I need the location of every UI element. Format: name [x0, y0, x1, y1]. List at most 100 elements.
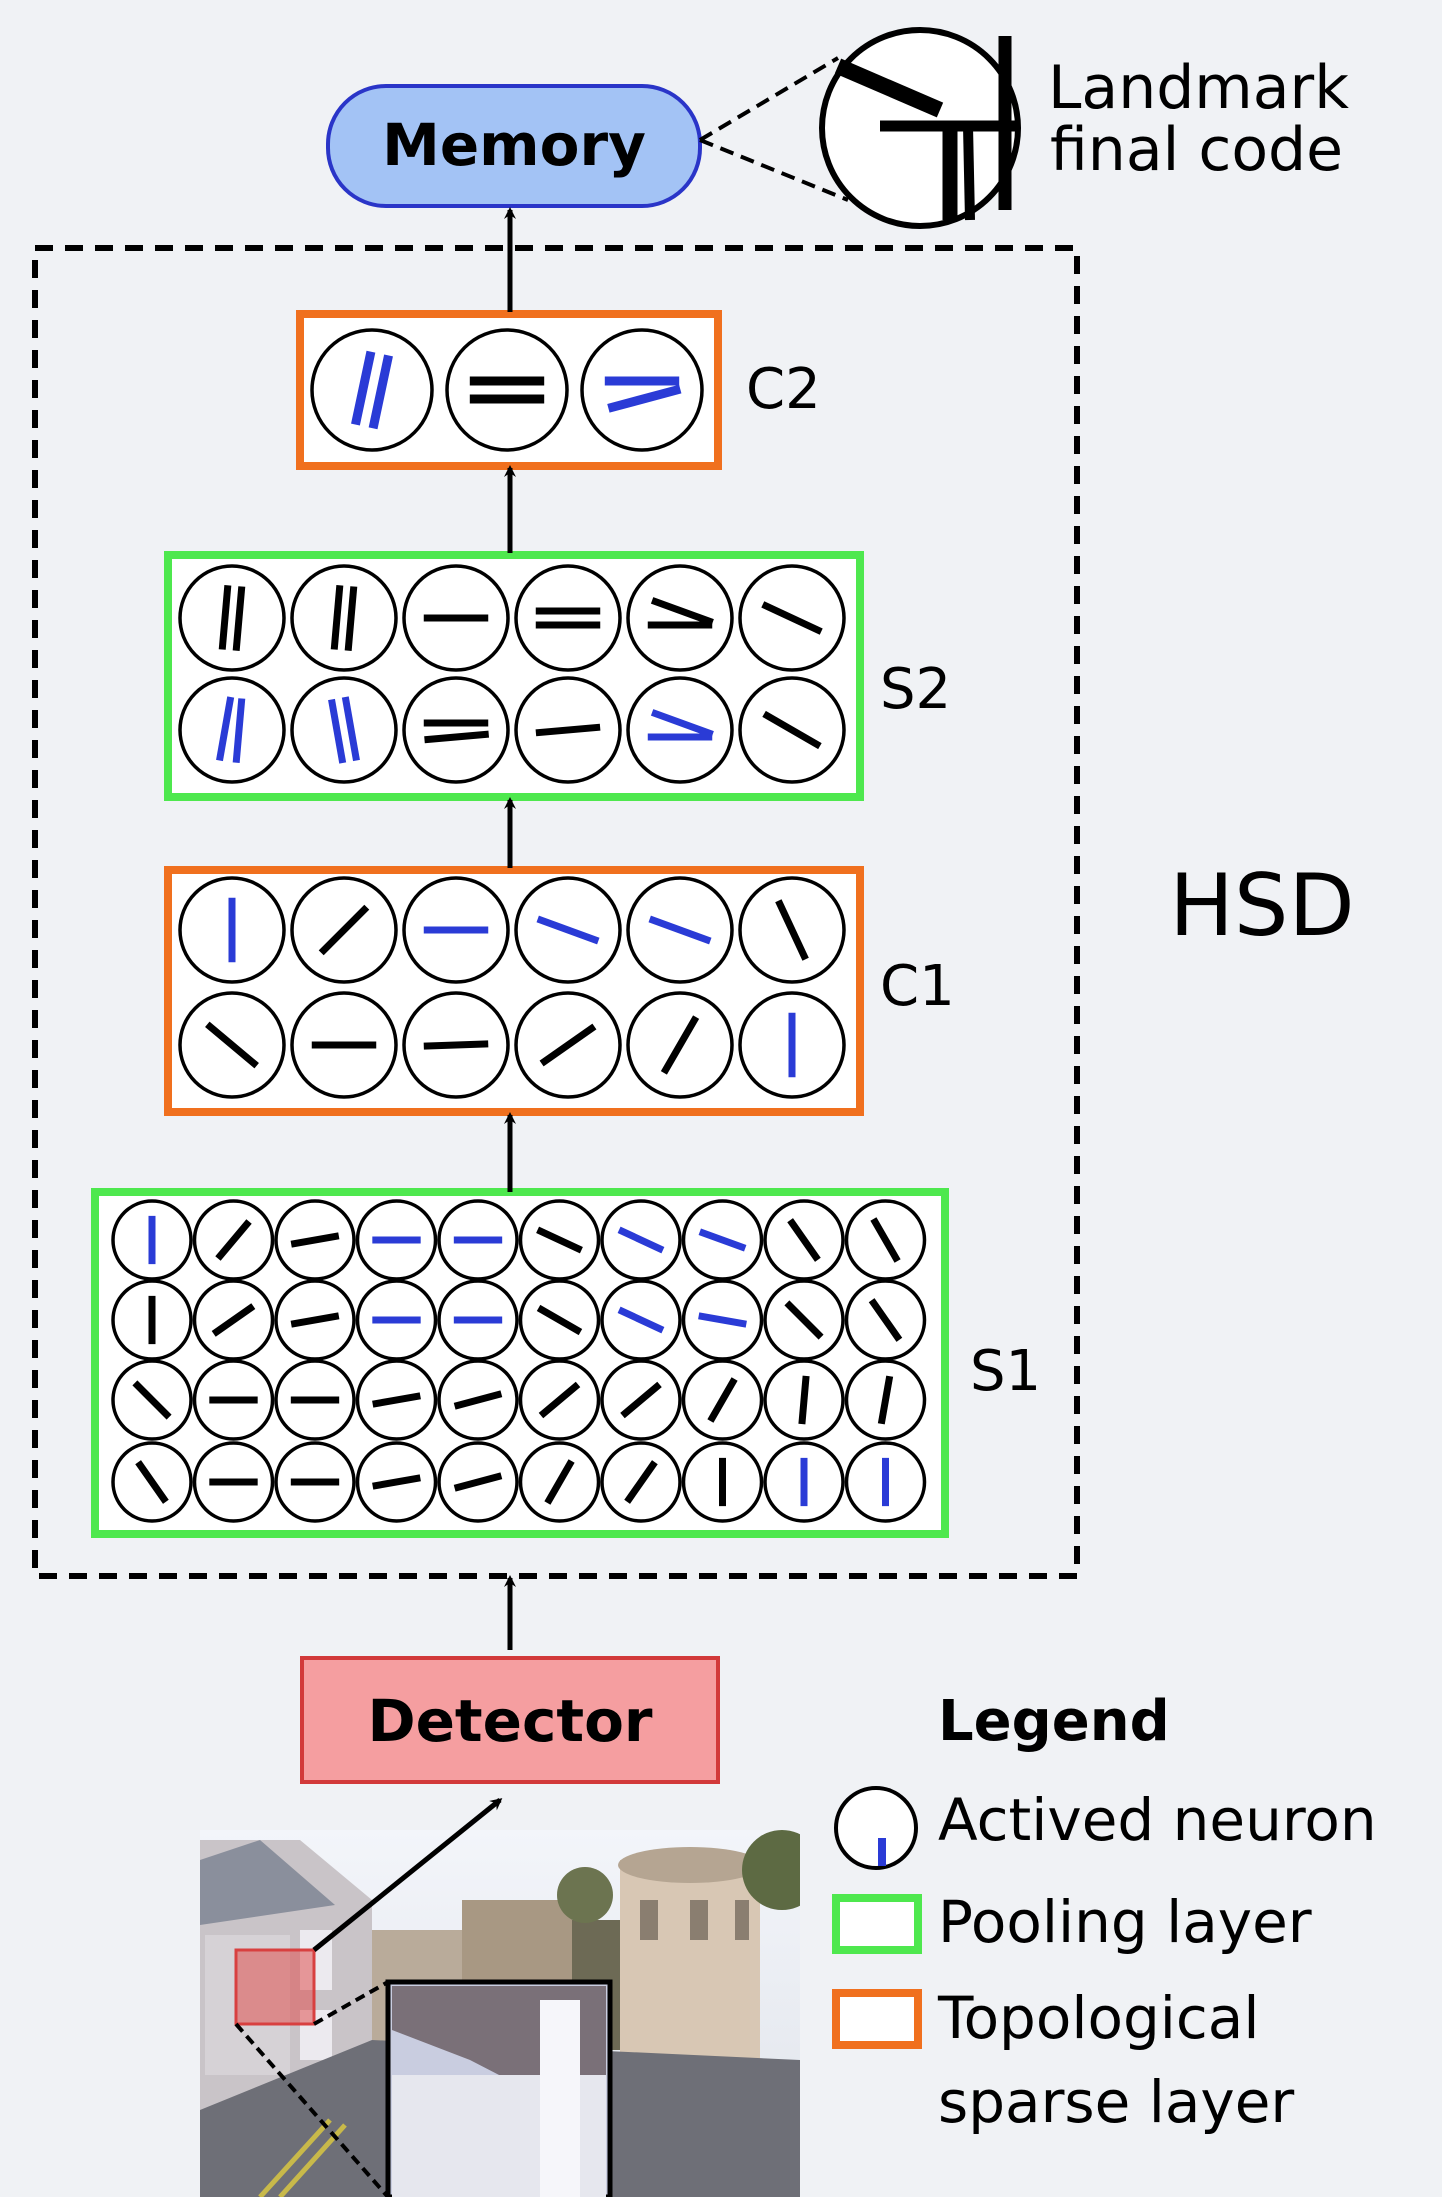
orientation-bar — [544, 1459, 575, 1505]
c1-layer-label: C1 — [880, 954, 955, 1019]
s2-neuron — [178, 564, 286, 672]
legend-topological-label-line1: Topological — [937, 1984, 1259, 2052]
orientation-bar — [775, 899, 809, 961]
orientation-bar — [372, 1392, 421, 1408]
c1-layer: C1 — [164, 866, 955, 1116]
orientation-bar — [328, 698, 347, 764]
orientation-bar — [698, 1228, 747, 1252]
orientation-bar — [648, 915, 712, 945]
s2-neuron — [290, 676, 398, 784]
landmark-code: Landmark final code — [698, 27, 1349, 229]
c2-layer: C2 — [296, 310, 821, 470]
c1-neuron — [290, 991, 398, 1099]
orientation-bar — [761, 601, 823, 635]
orientation-bar — [351, 350, 376, 426]
orientation-bar — [330, 584, 344, 650]
orientation-bar — [132, 1380, 172, 1420]
c2-neuron — [580, 328, 704, 452]
orientation-bar — [607, 384, 682, 413]
legend-pooling-label: Pooling layer — [938, 1888, 1312, 1956]
landmark-label-line1: Landmark — [1048, 53, 1349, 123]
orientation-bar — [660, 1015, 700, 1075]
s1-neuron — [600, 1441, 682, 1523]
c2-neuron — [310, 328, 434, 452]
s1-neuron — [681, 1441, 764, 1523]
legend-pooling-swatch — [832, 1894, 922, 1954]
orientation-bar — [784, 1300, 824, 1340]
orientation-bar — [453, 1390, 503, 1410]
orientation-bar — [707, 1377, 738, 1423]
orientation-bar — [211, 1303, 256, 1337]
s1-neuron — [274, 1279, 356, 1361]
s1-neuron — [844, 1359, 927, 1441]
detector-box — [300, 1656, 720, 1784]
orientation-bar — [344, 586, 358, 652]
landmark-label-line2: final code — [1050, 115, 1343, 185]
s1-neuron — [355, 1441, 438, 1523]
orientation-bar — [135, 1460, 169, 1504]
s2-layer-label: S2 — [880, 657, 951, 722]
orientation-bar — [290, 1232, 340, 1248]
legend-topological-label-line2: sparse layer — [938, 2068, 1294, 2136]
s2-neuron — [178, 676, 286, 784]
s1-neuron — [763, 1441, 845, 1523]
s1-layer: S1 — [91, 1188, 1041, 1538]
s1-neuron — [681, 1199, 764, 1281]
s2-neuron — [290, 564, 398, 672]
c2-neuron — [445, 328, 569, 452]
orientation-bar — [539, 1023, 597, 1067]
s1-neuron — [274, 1441, 356, 1523]
legend-topological-swatch — [832, 1989, 922, 2049]
s1-neuron — [844, 1441, 927, 1523]
c1-neuron — [626, 876, 734, 984]
memory-label: Memory — [382, 111, 646, 179]
orientation-bar — [538, 1381, 581, 1419]
s2-neuron — [514, 564, 622, 672]
s1-neuron — [274, 1359, 356, 1441]
s1-neuron — [844, 1199, 927, 1281]
s1-neuron — [111, 1441, 193, 1523]
s1-neuron — [192, 1441, 275, 1523]
orientation-bar — [218, 584, 232, 650]
s2-neuron — [514, 676, 622, 784]
legend-title: Legend — [938, 1689, 1170, 1754]
c1-neuron — [290, 876, 398, 984]
s1-neuron — [844, 1279, 927, 1361]
s1-neuron — [192, 1199, 275, 1281]
orientation-bar — [535, 723, 601, 737]
s1-neuron — [763, 1199, 845, 1281]
s2-layer: S2 — [164, 551, 951, 801]
orientation-bar — [624, 1460, 658, 1504]
s1-neuron — [518, 1199, 601, 1281]
s1-neuron — [518, 1359, 601, 1441]
c1-neuron — [402, 991, 510, 1099]
orientation-bar — [232, 586, 246, 652]
orientation-bar — [372, 1474, 421, 1490]
orientation-bar — [650, 709, 714, 738]
s1-neuron — [763, 1279, 845, 1361]
orientation-bar — [536, 1304, 583, 1336]
c2-layer-label: C2 — [746, 357, 821, 422]
c1-neuron — [738, 991, 846, 1099]
orientation-bar — [368, 354, 393, 430]
c1-neuron — [738, 876, 846, 984]
orientation-bar — [617, 1306, 665, 1334]
orientation-bar — [798, 1375, 810, 1425]
c1-neuron — [514, 876, 622, 984]
s1-neuron — [192, 1359, 275, 1441]
c1-neuron — [178, 991, 286, 1099]
orientation-bar — [620, 1381, 662, 1419]
c1-neuron — [626, 991, 734, 1099]
s2-neuron — [402, 676, 510, 784]
orientation-bar — [536, 1226, 583, 1254]
hsd-frame — [32, 245, 1080, 1579]
s1-neuron — [192, 1279, 275, 1361]
s1-neuron — [274, 1199, 356, 1281]
c1-neuron — [178, 876, 286, 984]
detector-label: Detector — [367, 1687, 652, 1755]
detected-region — [234, 1948, 316, 2026]
orientation-bar — [762, 710, 822, 750]
s1-neuron — [763, 1359, 845, 1441]
